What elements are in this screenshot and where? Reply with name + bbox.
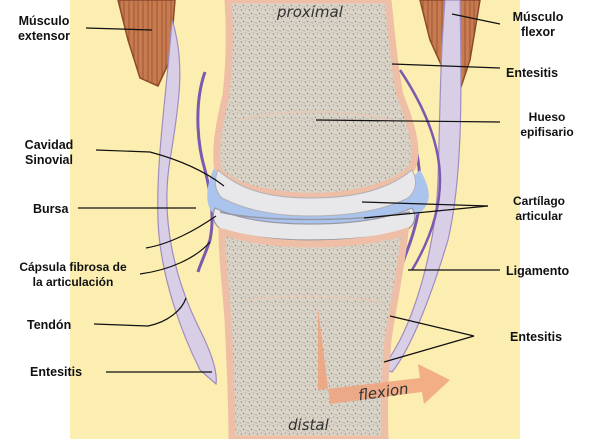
label-cartilago-articular: Cartílago articular <box>494 194 584 224</box>
label-capsula-line2: la articulación <box>32 275 114 289</box>
outer-skin-left <box>0 0 70 439</box>
label-hueso-line1: Hueso <box>528 110 566 124</box>
label-capsula-fibrosa: Cápsula fibrosa de la articulación <box>6 260 140 290</box>
leader-capsula <box>139 241 211 275</box>
label-musculo-extensor-line1: Músculo <box>18 14 70 28</box>
distal-bone <box>218 227 410 439</box>
leader-entesitis-top <box>391 63 501 69</box>
distal-annotation: distal <box>288 416 329 434</box>
leader-cartilago-2 <box>363 205 489 219</box>
proximal-bone <box>213 0 419 200</box>
skin-edge-left <box>70 0 130 439</box>
label-hueso-line2: epifisario <box>520 125 574 139</box>
label-musculo-flexor-line2: flexor <box>520 25 556 39</box>
label-cavidad-line1: Cavidad <box>24 138 74 152</box>
label-bursa: Bursa <box>33 202 69 216</box>
leader-extensor <box>85 27 153 31</box>
leader-hueso <box>315 119 501 123</box>
skin-edge-right <box>470 0 520 439</box>
label-musculo-flexor-line1: Músculo <box>512 10 564 24</box>
proximal-annotation: proximal <box>277 3 343 21</box>
synovial-cavity <box>207 168 429 233</box>
leader-cartilago-1 <box>361 201 489 207</box>
label-cavidad-sinovial: Cavidad Sinovial <box>14 138 84 168</box>
label-cavidad-line2: Sinovial <box>25 153 73 167</box>
label-capsula-line1: Cápsula fibrosa de <box>19 260 127 274</box>
flexion-arrow <box>318 308 450 404</box>
leader-tendon <box>93 297 187 327</box>
capsule-right-outer <box>398 69 442 271</box>
leader-entesitis-r1 <box>389 315 475 337</box>
leader-capsula-top <box>145 215 217 249</box>
leader-cavidad <box>95 149 225 187</box>
label-musculo-flexor: Músculo flexor <box>502 10 574 40</box>
outer-skin-right <box>520 0 600 439</box>
label-entesitis-right: Entesitis <box>510 330 563 344</box>
label-musculo-extensor: Músculo extensor <box>4 14 84 44</box>
left-tendon <box>157 19 217 386</box>
leader-entesitis-r2 <box>383 335 475 363</box>
label-entesitis-top: Entesitis <box>506 66 559 80</box>
epiphyseal-lines <box>239 110 391 303</box>
label-cartilago-line2: articular <box>515 209 563 223</box>
label-musculo-extensor-line2: extensor <box>17 29 71 43</box>
label-entesitis-left: Entesitis <box>30 365 83 379</box>
leader-flexor <box>451 13 501 25</box>
label-hueso-epifisario: Hueso epifisario <box>502 110 592 140</box>
label-cartilago-line1: Cartílago <box>512 194 565 208</box>
label-ligamento: Ligamento <box>506 264 570 278</box>
upper-cartilage <box>214 169 416 217</box>
leader-lines <box>78 13 501 373</box>
extensor-muscle <box>117 0 176 87</box>
label-tendon: Tendón <box>27 318 72 332</box>
